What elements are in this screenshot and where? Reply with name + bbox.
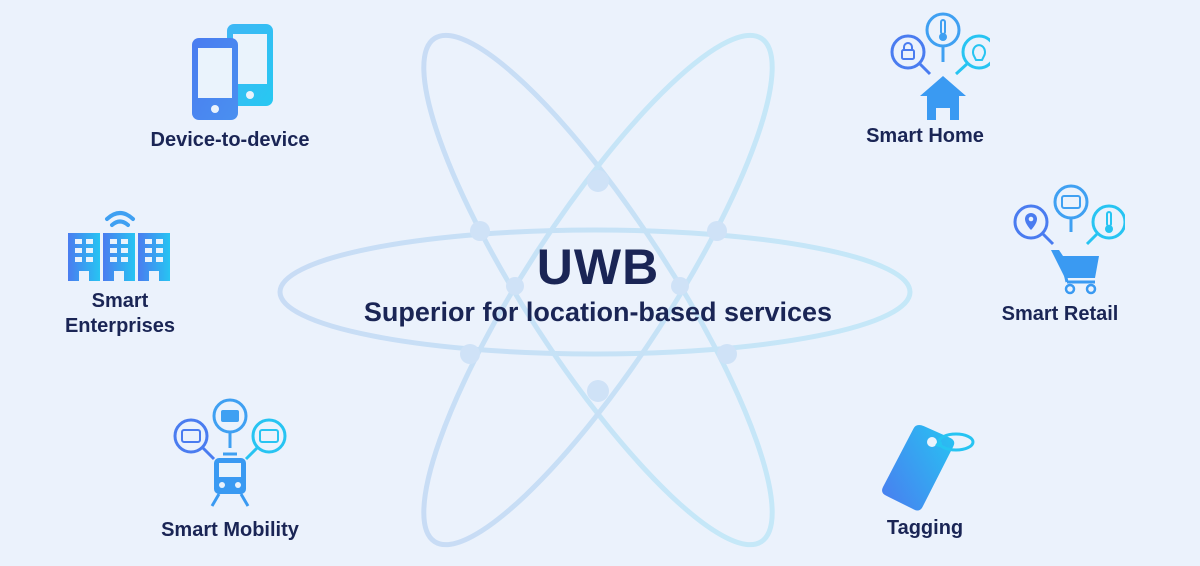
label-smart-mobility: Smart Mobility [161,519,299,541]
train-with-cards-icon [173,398,287,507]
cart-with-pin-card-thermometer-icon [1013,184,1125,295]
orbit-node [671,277,689,295]
label-smart-enterprises-line1: Smart [91,290,149,312]
orbit-node [506,277,524,295]
use-case-tagging: Tagging [850,420,1000,541]
use-case-smart-mobility: Smart Mobility [140,396,320,543]
orbit-node [707,221,727,241]
label-device-to-device: Device-to-device [150,129,310,151]
orbit-node [717,344,737,364]
uwb-title: UWB [536,239,660,295]
center-heading: UWB Superior for location-based services [300,240,896,328]
orbit-node [470,221,490,241]
house-with-lock-thermometer-bulb-icon [890,12,990,120]
uwb-subtitle: Superior for location-based services [363,297,833,327]
use-case-smart-enterprises: Smart Enterprises [45,205,195,339]
tag-icon [882,425,975,511]
use-case-device-to-device: Device-to-device [130,22,330,153]
orbit-node [587,170,609,192]
use-case-smart-home: Smart Home [835,12,1015,149]
office-buildings-wifi-icon [68,211,170,281]
label-tagging: Tagging [886,517,964,539]
two-smartphones-icon [192,24,273,120]
orbit-tilted-right [421,32,775,548]
use-case-smart-retail: Smart Retail [980,184,1140,327]
label-smart-enterprises-line2: Enterprises [64,315,176,337]
orbit-horizontal [277,227,913,357]
orbit-node [460,344,480,364]
orbit-node [587,380,609,402]
orbit-tilted-left [421,32,775,548]
label-smart-home: Smart Home [866,125,984,147]
label-smart-retail: Smart Retail [1001,303,1119,325]
